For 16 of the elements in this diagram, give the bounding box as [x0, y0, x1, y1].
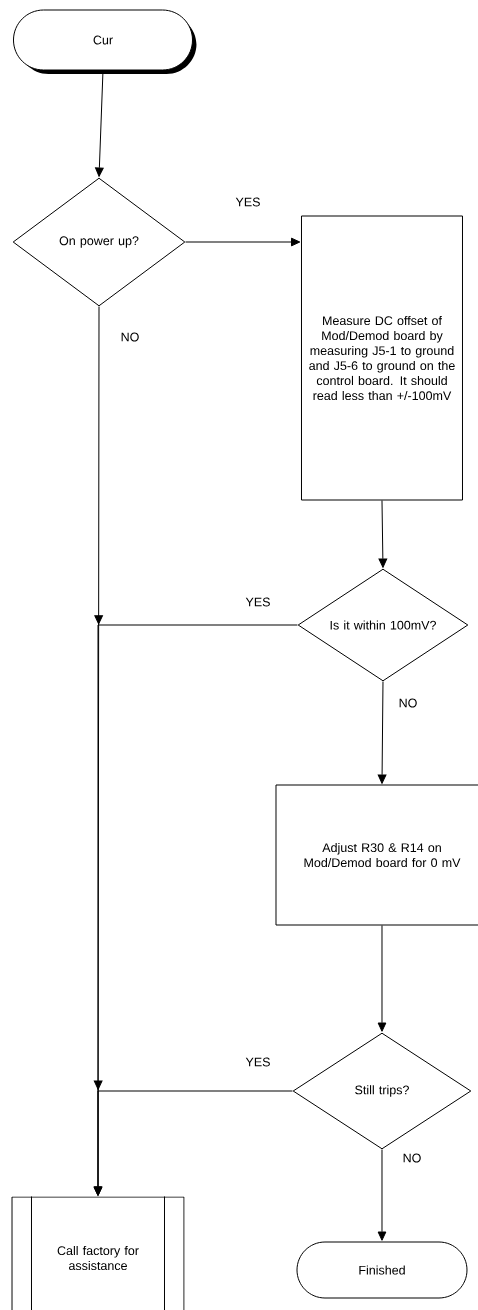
process-box: Measure DC offset of Mod/Demod board by measuring J5-1 to ground and J5-6 to ground on the control board. It should read less than +/-100mV [301, 215, 463, 501]
edge-label: NO [401, 1152, 423, 1164]
arrow [378, 500, 388, 568]
arrow [377, 681, 387, 784]
process-box: Adjust R30 & R14 on Mod/Demod board for 0 mV [275, 784, 478, 926]
edge-label: NO [119, 331, 141, 343]
predefined-process-box: Call factory for assistance [11, 1196, 185, 1310]
edge-label: YES [234, 196, 262, 208]
arrow [93, 1090, 293, 1196]
edge-label: YES [244, 596, 272, 608]
arrow [377, 925, 387, 1032]
edge-label: NO [397, 697, 419, 709]
arrow [185, 237, 301, 247]
edge-label: YES [244, 1056, 272, 1068]
arrow [377, 1149, 387, 1241]
node-label: Cur [93, 35, 113, 45]
